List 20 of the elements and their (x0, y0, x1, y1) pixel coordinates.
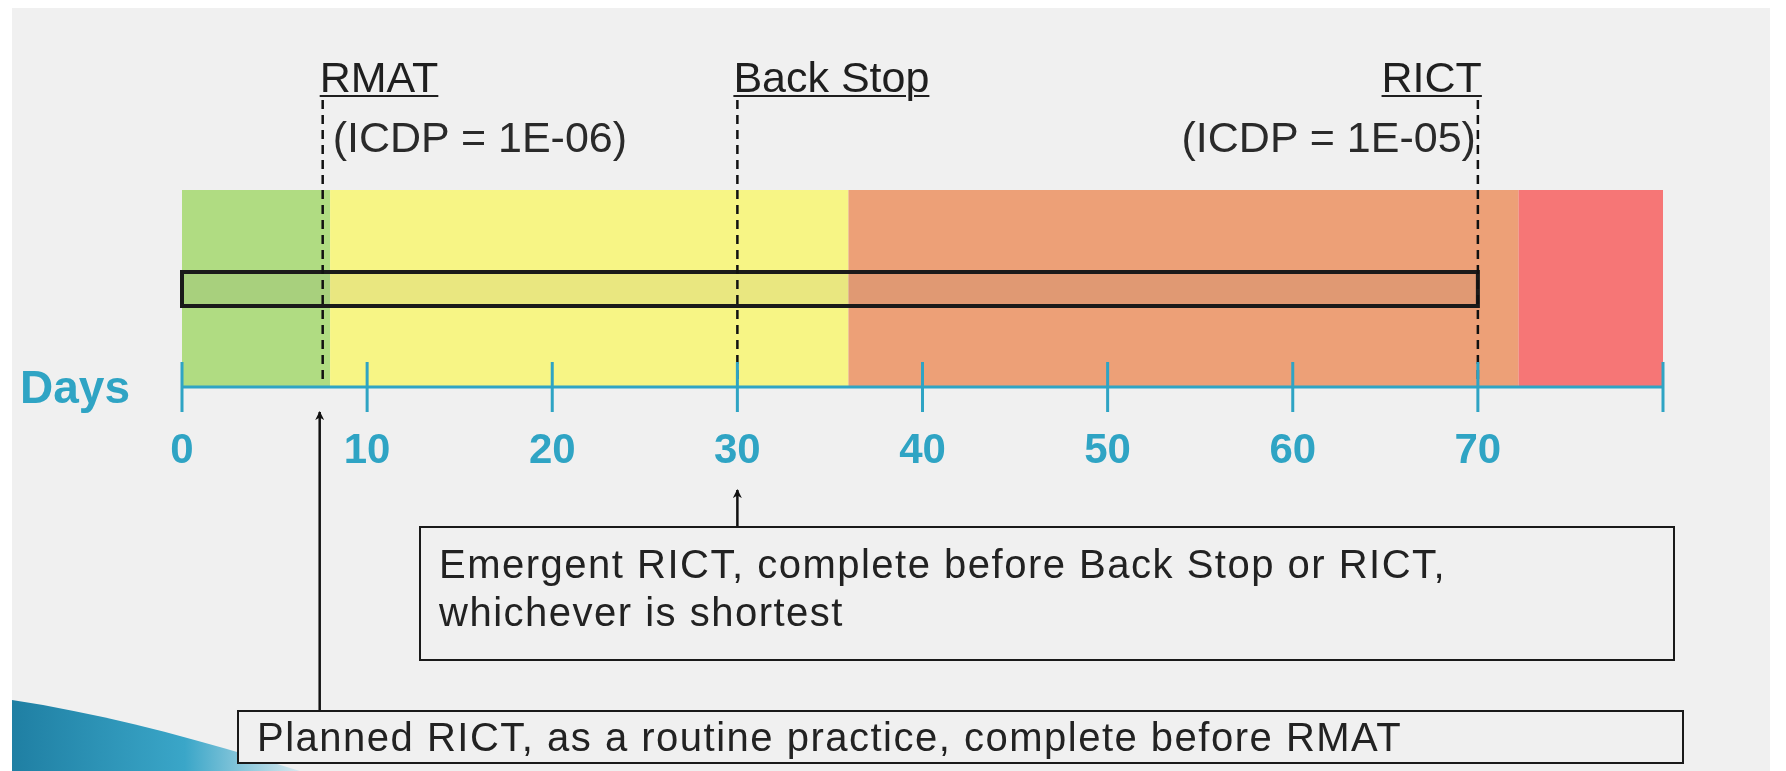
tick-label: 0 (170, 428, 194, 470)
marker-heading: Back Stop (733, 56, 930, 99)
marker-note: (ICDP = 1E-06) (332, 116, 628, 159)
tick-label: 10 (343, 428, 391, 470)
marker-heading: RMAT (319, 56, 439, 99)
timeline-drawing (180, 100, 1665, 412)
note-box (419, 526, 1675, 661)
tick-label: 40 (899, 428, 946, 470)
tick-label: 60 (1269, 428, 1317, 470)
tick-label: 50 (1084, 428, 1131, 470)
tick-label: 70 (1454, 428, 1502, 470)
arrow (732, 489, 742, 526)
tick-label: 20 (528, 428, 576, 470)
note-text: Emergent RICT, complete before Back Stop or RICT, whichever is shortest (439, 542, 1447, 634)
arrow (315, 411, 325, 710)
note-box (237, 710, 1684, 764)
tick-label: 30 (714, 428, 761, 490)
marker-heading: RICT (1381, 56, 1482, 99)
marker-note: (ICDP = 1E-05) (1181, 116, 1476, 159)
note-text: Planned RICT, as a routine practice, complete before RMAT (257, 715, 1403, 759)
